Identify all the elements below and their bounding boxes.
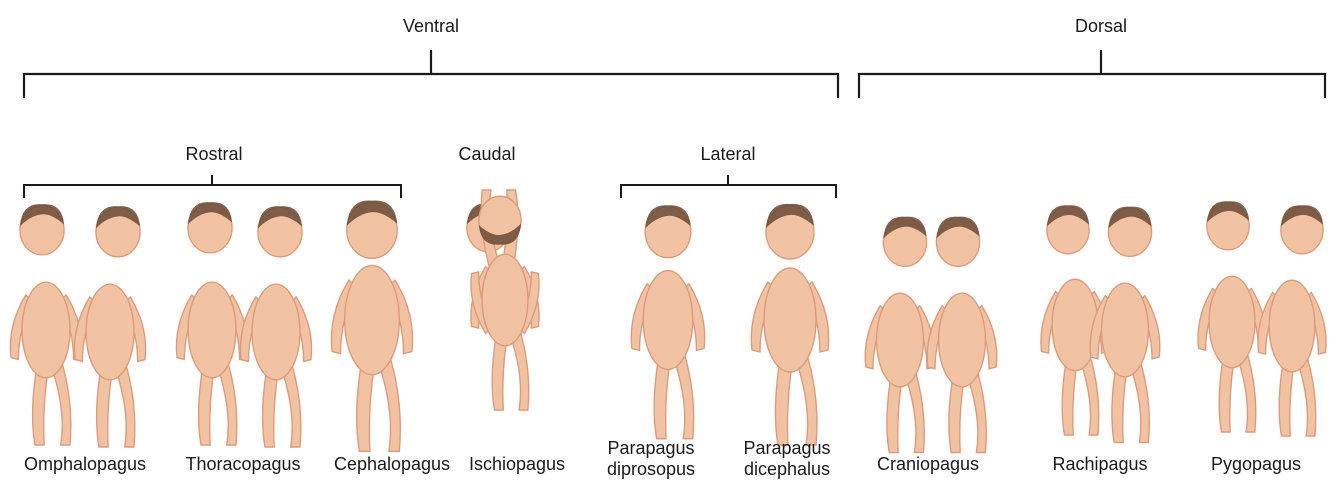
- lateral-bracket: [621, 175, 836, 198]
- caudal-label: Caudal: [458, 144, 515, 165]
- craniopagus-twin-a: [865, 217, 935, 453]
- parapagus-dicephalus-line1: Parapagus: [743, 438, 830, 459]
- pygopagus-twin-b: [1258, 205, 1326, 436]
- rostral-bracket: [24, 175, 401, 198]
- ischiopagus-twin-b: [471, 190, 539, 346]
- omphalopagus-twin-a: [10, 204, 81, 445]
- thoracopagus-twin-b: [240, 206, 311, 447]
- pygopagus-twin-a: [1198, 201, 1266, 432]
- rachipagus-twin-b: [1090, 207, 1160, 443]
- rachipagus-label: Rachipagus: [1052, 454, 1147, 475]
- thoracopagus-twin-a: [176, 202, 247, 445]
- omphalopagus-label: Omphalopagus: [24, 454, 146, 475]
- ischiopagus-label: Ischiopagus: [469, 454, 565, 475]
- parapagus-dicephalus-line2: dicephalus: [743, 459, 830, 480]
- thoracopagus-label: Thoracopagus: [185, 454, 300, 475]
- dorsal-bracket: [859, 50, 1325, 98]
- dorsal-label: Dorsal: [1075, 16, 1127, 37]
- craniopagus-twin-b: [927, 217, 997, 453]
- craniopagus-label: Craniopagus: [877, 454, 979, 475]
- parapagus-dicephalus-label: Parapagus dicephalus: [743, 438, 830, 480]
- parapagus-dicephalus-twin: [751, 204, 828, 445]
- ventral-bracket: [24, 50, 838, 98]
- pygopagus-label: Pygopagus: [1211, 454, 1301, 475]
- lateral-label: Lateral: [700, 144, 755, 165]
- rostral-label: Rostral: [185, 144, 242, 165]
- figure-layer: [10, 190, 1326, 453]
- ventral-label: Ventral: [403, 16, 459, 37]
- omphalopagus-twin-b: [74, 206, 145, 447]
- cephalopagus-twin: [331, 200, 412, 451]
- parapagus-diprosopus-line2: diprosopus: [607, 459, 695, 480]
- parapagus-diprosopus-label: Parapagus diprosopus: [607, 438, 695, 480]
- parapagus-diprosopus-line1: Parapagus: [607, 438, 695, 459]
- parapagus-diprosopus-twin: [631, 205, 704, 438]
- cephalopagus-label: Cephalopagus: [334, 454, 450, 475]
